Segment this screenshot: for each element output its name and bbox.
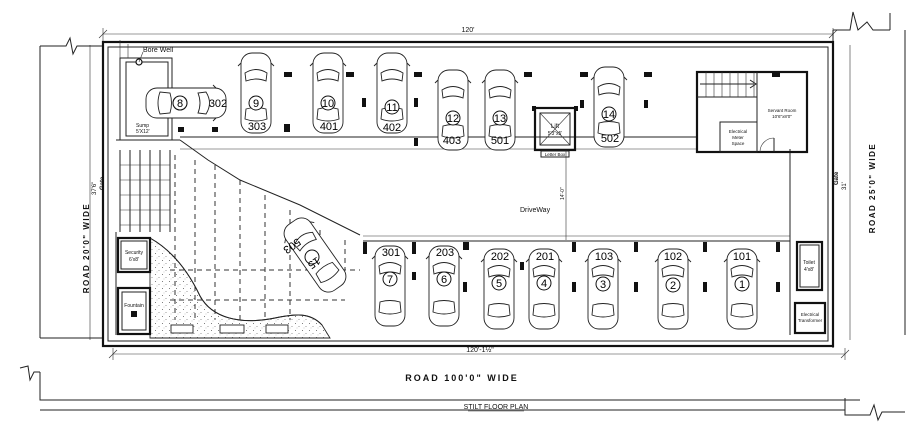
slot-2-number: 2 [670,280,676,292]
transformer-label: Electrical [801,312,819,317]
structural-columns [178,72,780,292]
road-right-label: ROAD 25'0" WIDE [868,143,877,233]
planter-3 [265,324,289,334]
electrical-meter-label: Electrical [729,129,747,134]
driveway-label: DriveWay [520,207,551,214]
dimension-top-label: 120' [461,27,474,34]
servant-room-label: Servant Room [768,108,797,113]
car-11 [373,52,411,134]
sump-label: Sump [136,123,149,129]
road-bottom-label: ROAD 100'0" WIDE [405,373,518,383]
slot-9-number: 9 [253,98,259,110]
slot-5-flat: 202 [491,251,509,263]
slot-1-flat: 101 [733,251,751,263]
toilet-label: Toilet [803,260,815,266]
servant-room-door [759,137,775,153]
planter-2 [219,324,245,334]
plot-boundary [101,40,835,348]
driveway-width-label: 14'-0" [560,187,566,200]
lift-label: Lift [551,124,559,130]
transformer-room [793,301,827,335]
slot-10-flat: 401 [320,121,338,133]
slot-4-number: 4 [541,278,547,290]
slot-number-circles [172,95,750,293]
slot-4-flat: 201 [536,251,554,263]
slot-9-flat: 303 [248,121,266,133]
slot-14-flat: 502 [601,133,619,145]
electrical-meter-room [719,121,758,153]
lift-size: 5'3"x5' [548,131,563,137]
fountain-label: Fountain [124,303,144,309]
slot-3-flat: 103 [595,251,613,263]
slot-11-number: 11 [386,102,397,114]
slot-2-flat: 102 [664,251,682,263]
security-room [116,236,152,274]
slot-7-number: 7 [387,274,393,286]
slot-8-number: 8 [177,98,183,110]
letter-box [540,150,570,158]
slot-1-number: 1 [739,279,745,291]
servant-room-size: 10'6"x8'0" [772,114,792,119]
security-label: Security [125,250,144,256]
entry-ramp [119,139,361,320]
landscape-curve [149,237,323,326]
gate-left-label: Gate [100,176,106,190]
slot-12-number: 12 [447,113,459,125]
slot-3-number: 3 [600,279,606,291]
dimension-right-label: 31' [842,182,848,190]
slot-7-flat: 301 [382,247,400,259]
slot-11-flat: 402 [383,122,401,134]
slot-6-number: 6 [441,274,447,286]
slot-5-number: 5 [496,278,502,290]
electrical-meter-label-3: Space [732,141,745,146]
slot-15-number: 15 [305,254,322,271]
planter-1 [170,324,194,334]
dimension-bottom-label: 120'-1½" [466,346,494,354]
property-lines [19,11,906,422]
slot-8-flat: 302 [209,98,227,110]
slot-10-number: 10 [322,98,334,110]
security-size: 6'x8' [129,257,139,263]
slot-6-flat: 203 [436,247,454,259]
slot-14-number: 14 [603,109,615,121]
dimension-left-label: 37'6" [92,182,98,195]
sump-size: 5'X12' [136,129,150,135]
transformer-label-2: Transformer [798,318,823,323]
toilet [795,240,824,292]
plan-title: STILT FLOOR PLAN [464,404,529,411]
lift [532,106,578,152]
slot-12-flat: 403 [443,135,461,147]
dimension-bottom [108,348,850,360]
toilet-size: 4'x8' [804,267,814,273]
inner-boundary [107,46,829,342]
slot-13-flat: 501 [491,135,509,147]
slot-13-number: 13 [494,113,506,125]
electrical-meter-label-2: Meter [732,135,744,140]
fountain [116,286,152,336]
bore-well-label: Bore Well [143,47,174,54]
road-left-label: ROAD 20'0" WIDE [82,203,91,293]
gate-right-label: Gate [834,171,840,185]
letter-box-label: Letter Box [545,152,566,157]
